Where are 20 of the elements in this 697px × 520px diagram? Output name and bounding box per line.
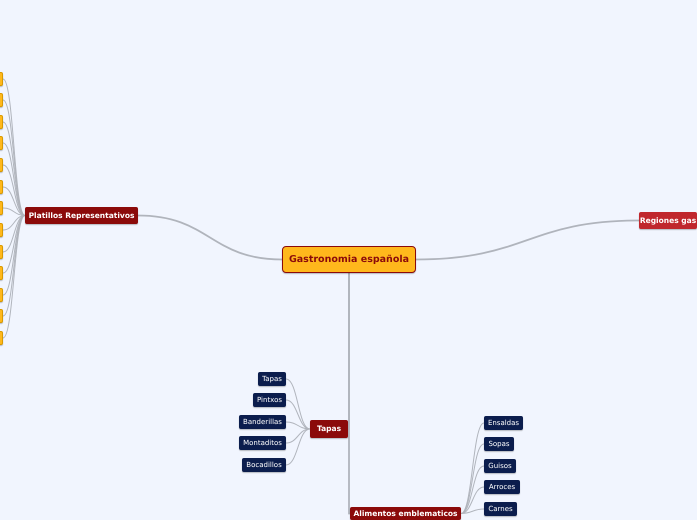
connector-line: [460, 422, 484, 514]
connector-line: [286, 378, 310, 430]
connector-line: [286, 428, 310, 466]
connector-line: [2, 215, 26, 316]
connector-line: [138, 214, 282, 260]
connector-line: [460, 508, 484, 514]
connector-line: [416, 220, 640, 260]
connector-line: [286, 428, 310, 444]
connector-line: [348, 273, 351, 514]
connector-line: [2, 215, 26, 338]
connector-line: [460, 486, 484, 514]
connector-line: [2, 215, 26, 230]
central-topic-box: Gastronomia española: [282, 246, 416, 273]
connector-line: [286, 400, 310, 430]
connector-line: [460, 466, 484, 514]
connector-line: [2, 100, 26, 216]
connector-line: [460, 444, 484, 514]
connector-line: [2, 215, 26, 252]
connector-line: [2, 78, 26, 216]
connector-line: [2, 208, 26, 216]
